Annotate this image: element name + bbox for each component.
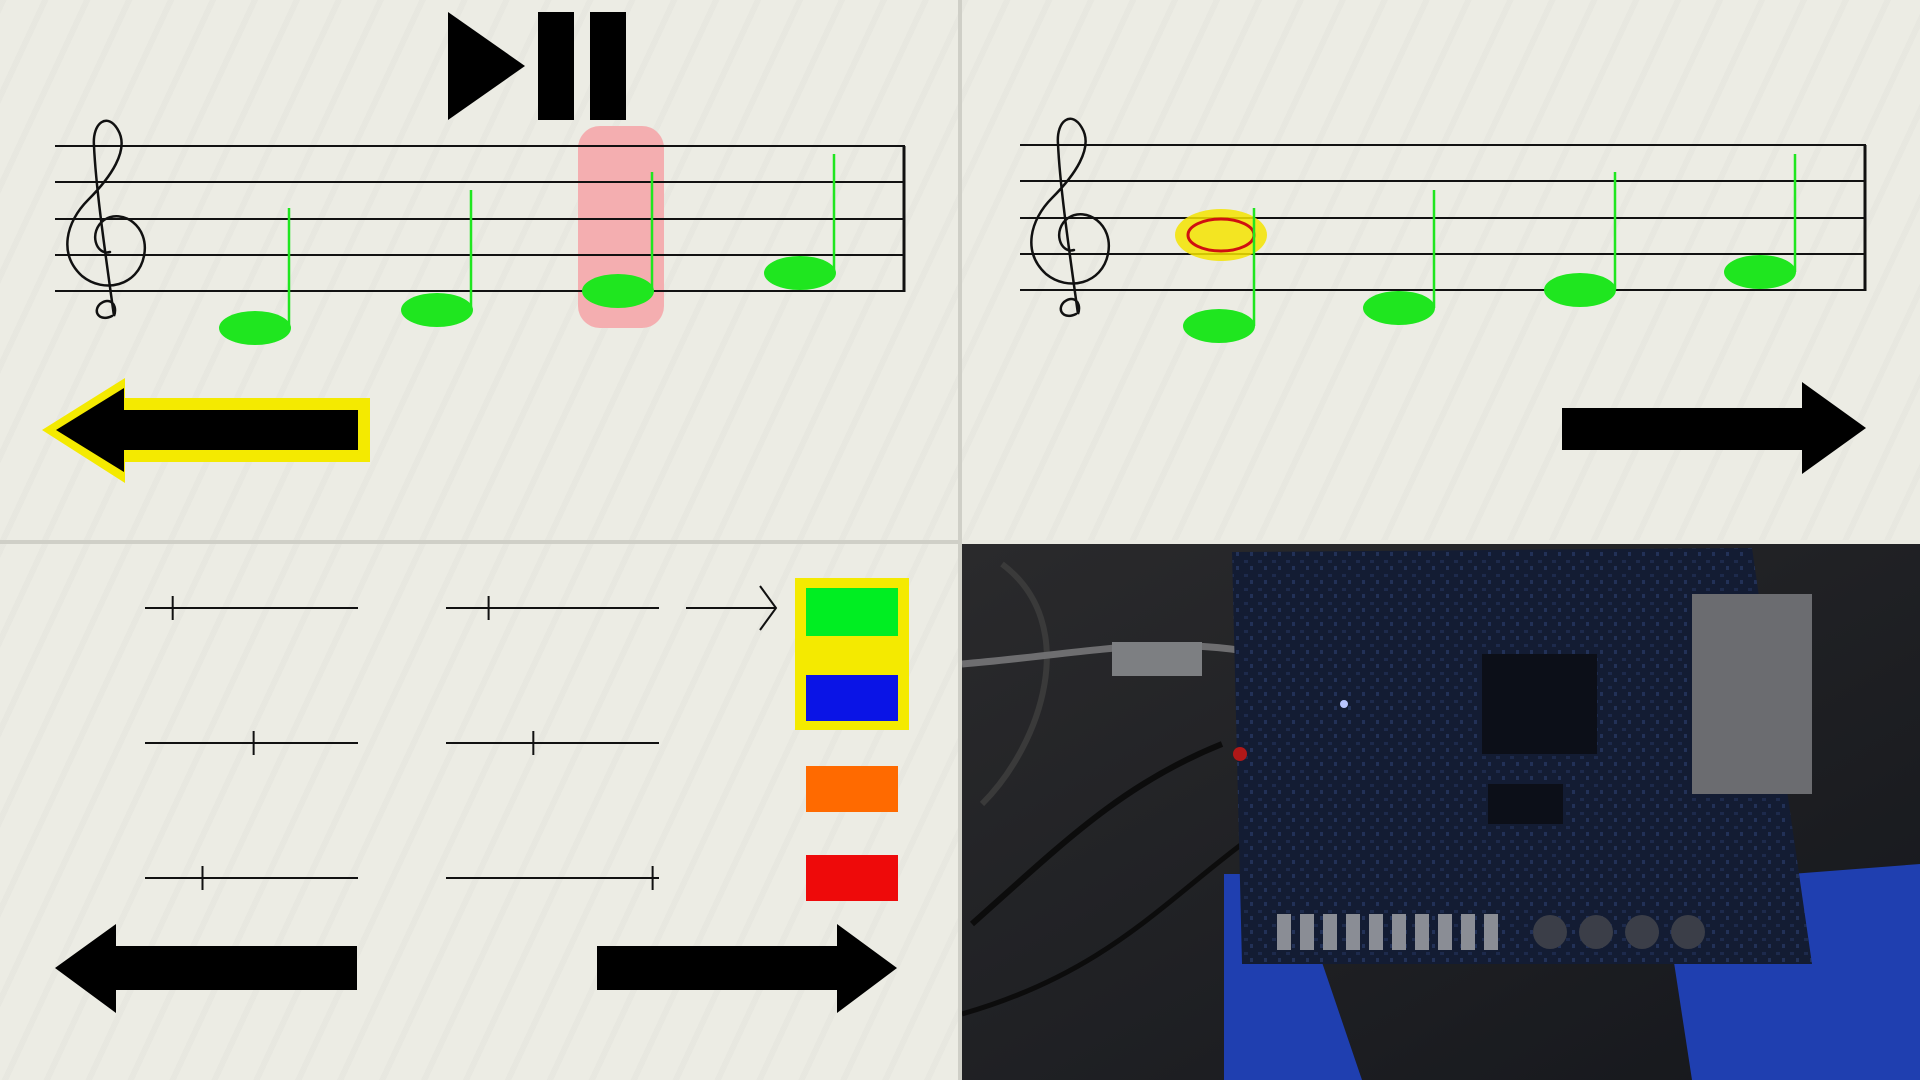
note[interactable] (764, 154, 836, 290)
slider[interactable] (446, 731, 659, 755)
note[interactable] (1363, 190, 1436, 325)
swatch-red[interactable] (806, 855, 898, 901)
arrow-left-icon[interactable] (42, 378, 370, 483)
staff-lines (1020, 144, 1867, 291)
swatch-blue[interactable] (806, 675, 898, 721)
panel-divider (958, 0, 962, 1080)
score-right-canvas (1020, 117, 1867, 474)
camera-feed (962, 544, 1920, 1080)
fpga-board-image (962, 544, 1920, 1080)
slider[interactable] (145, 596, 358, 620)
chevron-right-icon (686, 585, 778, 631)
score-panel-left (0, 0, 958, 540)
settings-panel (0, 544, 958, 1080)
score-panel-right (962, 0, 1920, 540)
slider[interactable] (145, 866, 358, 890)
slider[interactable] (145, 731, 358, 755)
note[interactable] (582, 172, 654, 308)
slider[interactable] (446, 596, 659, 620)
arrow-right-icon[interactable] (597, 924, 897, 1013)
staff-lines (55, 145, 906, 292)
note[interactable] (1544, 172, 1617, 307)
settings-canvas (55, 585, 897, 1013)
swatch-green[interactable] (806, 588, 898, 636)
note[interactable] (219, 208, 291, 345)
note[interactable] (1724, 154, 1797, 289)
slider[interactable] (446, 866, 659, 890)
swatch-orange[interactable] (806, 766, 898, 812)
panel-divider (0, 540, 958, 544)
score-left-canvas (42, 12, 906, 483)
arrow-right-icon[interactable] (1562, 382, 1866, 474)
arrow-left-icon[interactable] (55, 924, 357, 1013)
note[interactable] (1183, 208, 1256, 343)
play-pause-icon[interactable] (448, 12, 626, 120)
treble-clef-icon (1030, 117, 1111, 318)
note[interactable] (401, 190, 473, 327)
treble-clef-icon (66, 119, 147, 320)
